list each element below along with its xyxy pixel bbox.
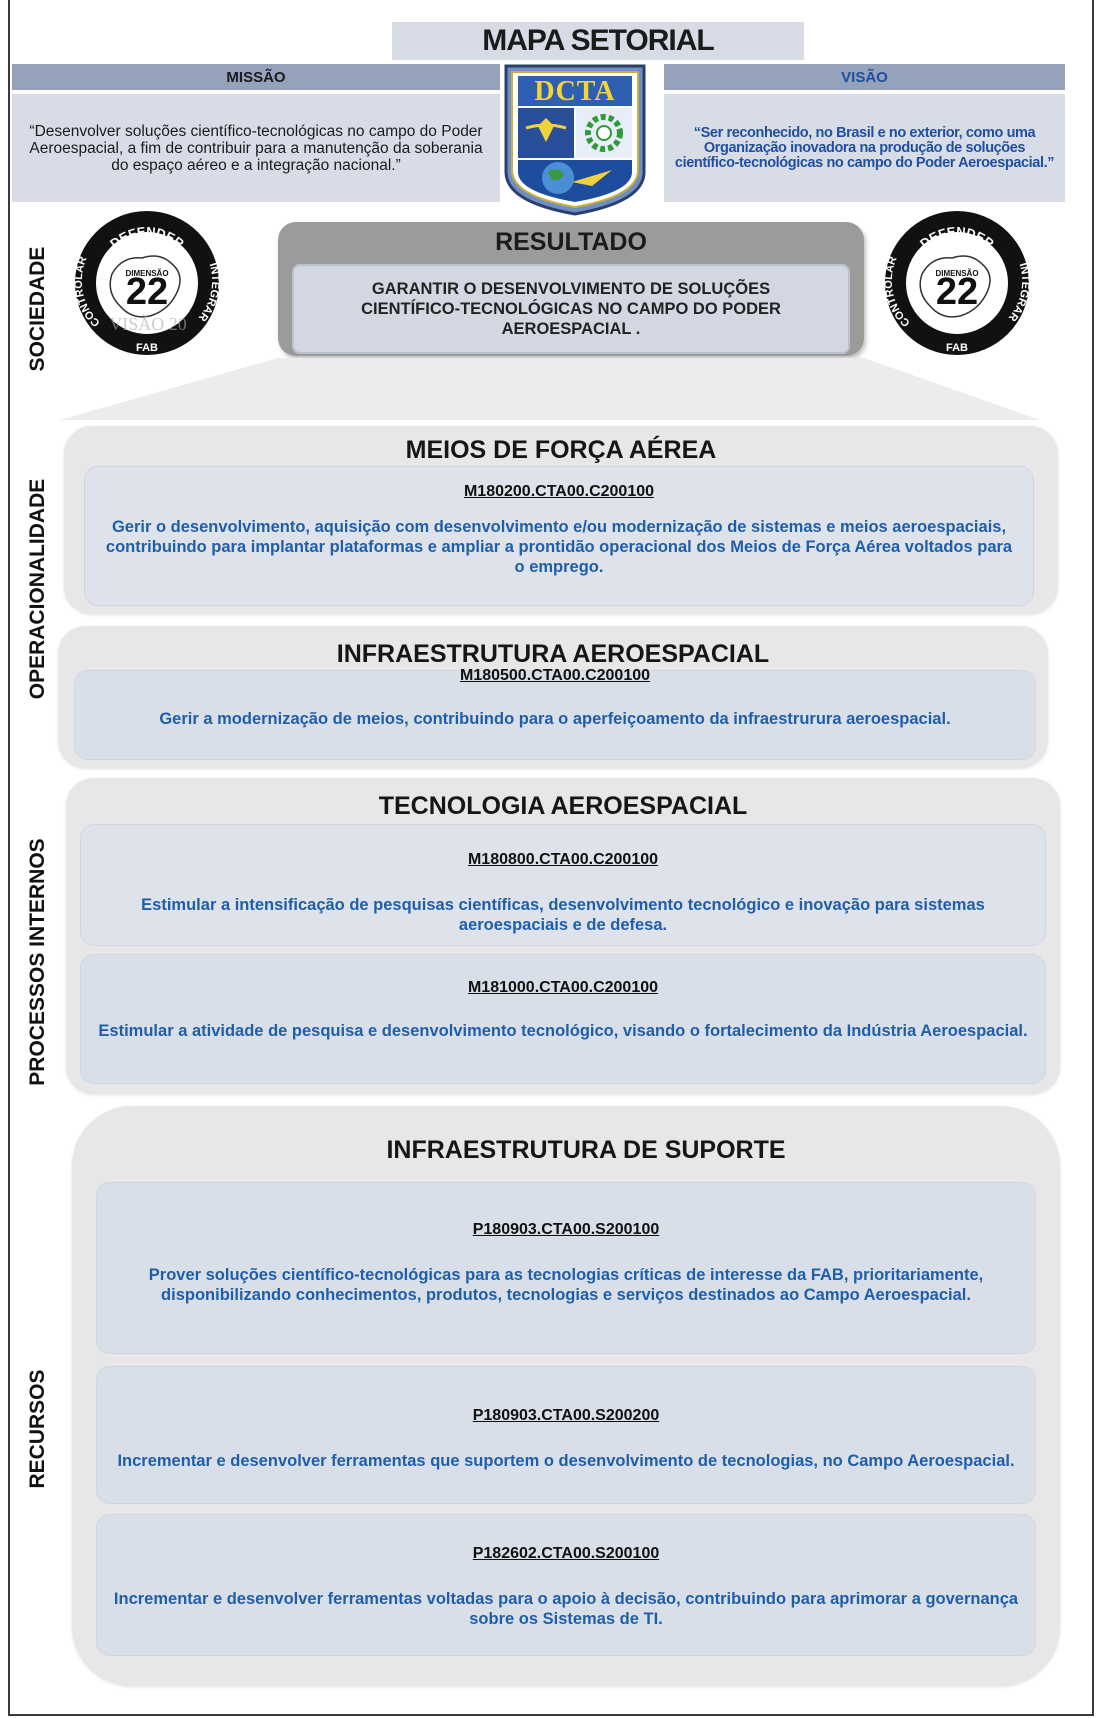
objective-card: M181000.CTA00.C200100 Estimular a ativid… [80, 954, 1046, 1084]
objective-code: M180200.CTA00.C200100 [463, 483, 655, 500]
badge-fab-r: FAB [946, 342, 968, 354]
side-label-sociedade: SOCIEDADE [26, 246, 49, 372]
objective-card: P180903.CTA00.S200100 Prover soluções ci… [96, 1182, 1036, 1354]
badge-ghost-text: VISÃO 20 [109, 313, 187, 334]
objective-text: Incrementar e desenvolver ferramentas vo… [113, 1590, 1019, 1628]
page-title: MAPA SETORIAL [392, 22, 804, 60]
mission-text: “Desenvolver soluções científico-tecnoló… [12, 94, 500, 202]
panel-infraestrutura-aeroespacial: INFRAESTRUTURA AEROESPACIAL M180500.CTA0… [58, 626, 1048, 768]
badge-fab: FAB [136, 342, 158, 354]
panel-title: TECNOLOGIA AEROESPACIAL [378, 792, 748, 820]
panel-title: MEIOS DE FORÇA AÉREA [405, 436, 717, 464]
page-frame [8, 0, 1094, 1716]
mission-block: MISSÃO “Desenvolver soluções científico-… [12, 64, 500, 202]
vision-heading: VISÃO [664, 64, 1065, 90]
objective-code: P180903.CTA00.S200100 [472, 1221, 660, 1238]
objective-card: P180903.CTA00.S200200 Incrementar e dese… [96, 1366, 1036, 1504]
objective-text: Prover soluções científico-tecnológicas … [148, 1266, 984, 1304]
badge-dimensao-r: DIMENSÃO [935, 269, 978, 278]
objective-card: M180200.CTA00.C200100 Gerir o desenvolvi… [84, 466, 1034, 606]
objective-code: M180500.CTA00.C200100 [459, 667, 651, 684]
vision-block: VISÃO “Ser reconhecido, no Brasil e no e… [664, 64, 1065, 202]
side-label-recursos: RECURSOS [26, 1369, 49, 1489]
funnel-connector [60, 358, 1040, 420]
emblem-text: DCTA [534, 76, 615, 107]
objective-text: Estimular a atividade de pesquisa e dese… [98, 1022, 1028, 1040]
objective-text: Estimular a intensificação de pesquisas … [141, 896, 985, 934]
objective-code: P182602.CTA00.S200100 [472, 1545, 660, 1562]
panel-tecnologia-aeroespacial: TECNOLOGIA AEROESPACIAL M180800.CTA00.C2… [66, 778, 1060, 1094]
mission-heading: MISSÃO [12, 64, 500, 90]
resultado-block: RESULTADO GARANTIR O DESENVOLVIMENTO DE … [278, 222, 864, 356]
panel-infraestrutura-suporte: INFRAESTRUTURA DE SUPORTE P180903.CTA00.… [72, 1106, 1060, 1686]
badge-number-r: 22 [936, 271, 978, 313]
vision-text: “Ser reconhecido, no Brasil e no exterio… [664, 94, 1065, 202]
objective-code: P180903.CTA00.S200200 [472, 1407, 660, 1424]
objective-code: M181000.CTA00.C200100 [467, 979, 659, 996]
objective-card: P182602.CTA00.S200100 Incrementar e dese… [96, 1514, 1036, 1656]
objective-text: Gerir a modernização de meios, contribui… [159, 710, 951, 728]
side-label-operacionalidade: OPERACIONALIDADE [26, 478, 49, 700]
objective-text: Gerir o desenvolvimento, aquisição com d… [105, 518, 1013, 576]
objective-code: M180800.CTA00.C200100 [467, 851, 659, 868]
objective-card: M180800.CTA00.C200100 Estimular a intens… [80, 824, 1046, 946]
badge-number: 22 [126, 271, 168, 313]
badge-dimensao: DIMENSÃO [125, 269, 168, 278]
dcta-emblem-icon: DCTA [500, 62, 650, 217]
dimensao-22-badge-right: DEFENDER CONTROLAR INTEGRAR FAB DIMENSÃO… [882, 208, 1032, 358]
dimensao-22-badge-left: DEFENDER CONTROLAR INTEGRAR FAB DIMENSÃO… [72, 208, 222, 358]
side-label-processos: PROCESSOS INTERNOS [26, 838, 49, 1086]
panel-meios-forca-aerea: MEIOS DE FORÇA AÉREA M180200.CTA00.C2001… [64, 426, 1058, 614]
objective-card: M180500.CTA00.C200100 Gerir a modernizaç… [74, 667, 1036, 760]
panel-title: INFRAESTRUTURA AEROESPACIAL [336, 640, 770, 668]
panel-title: INFRAESTRUTURA DE SUPORTE [386, 1136, 786, 1164]
resultado-text: GARANTIR O DESENVOLVIMENTO DE SOLUÇÕES C… [292, 264, 850, 354]
resultado-title: RESULTADO [495, 228, 647, 256]
objective-text: Incrementar e desenvolver ferramentas qu… [117, 1452, 1015, 1470]
